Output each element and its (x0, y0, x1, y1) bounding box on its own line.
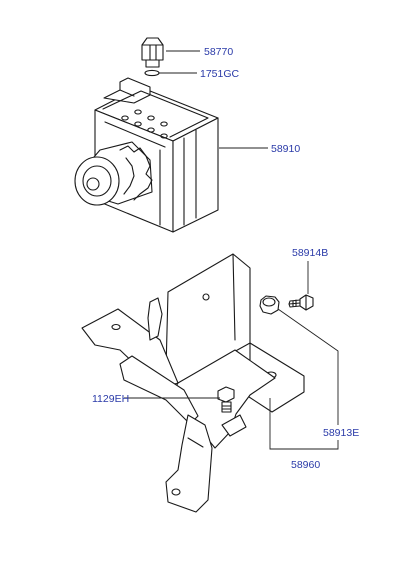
o-ring-part (144, 69, 160, 77)
leader-58913e (277, 308, 339, 425)
callout-58910: 58910 (271, 143, 300, 155)
callout-58914b: 58914B (292, 247, 328, 259)
abs-hydraulic-unit-part (74, 77, 219, 233)
bleeder-screw-part (141, 37, 164, 68)
callout-58960: 58960 (291, 459, 320, 471)
bushing-58913e-part (259, 295, 280, 315)
callout-58913e: 58913E (323, 427, 359, 439)
callout-1751gc: 1751GC (200, 68, 240, 80)
bolt-1129eh-part (217, 386, 235, 413)
leader-58960 (269, 398, 339, 450)
callout-58770: 58770 (204, 46, 233, 58)
callout-1129eh: 1129EH (92, 393, 129, 405)
mounting-bracket-part (81, 253, 305, 513)
bolt-58914b-part (288, 294, 314, 311)
leader-lines (124, 50, 339, 450)
